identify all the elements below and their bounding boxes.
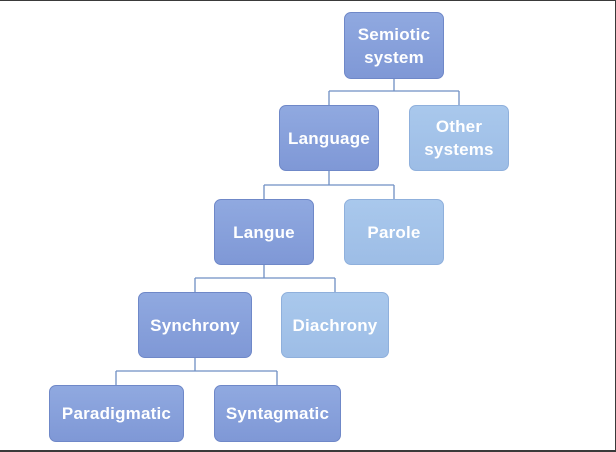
node-semiotic-system: Semiotic system — [344, 12, 444, 79]
node-other-systems: Other systems — [409, 105, 509, 171]
connector-synchrony-to-children — [115, 358, 278, 385]
connector-language-to-children — [263, 171, 395, 199]
node-langue: Langue — [214, 199, 314, 265]
node-synchrony: Synchrony — [138, 292, 252, 358]
node-parole: Parole — [344, 199, 444, 265]
connector-langue-to-children — [194, 265, 336, 292]
node-diachrony: Diachrony — [281, 292, 389, 358]
node-syntagmatic: Syntagmatic — [214, 385, 341, 442]
node-paradigmatic: Paradigmatic — [49, 385, 184, 442]
node-language: Language — [279, 105, 379, 171]
connector-semiotic-to-children — [328, 79, 460, 105]
